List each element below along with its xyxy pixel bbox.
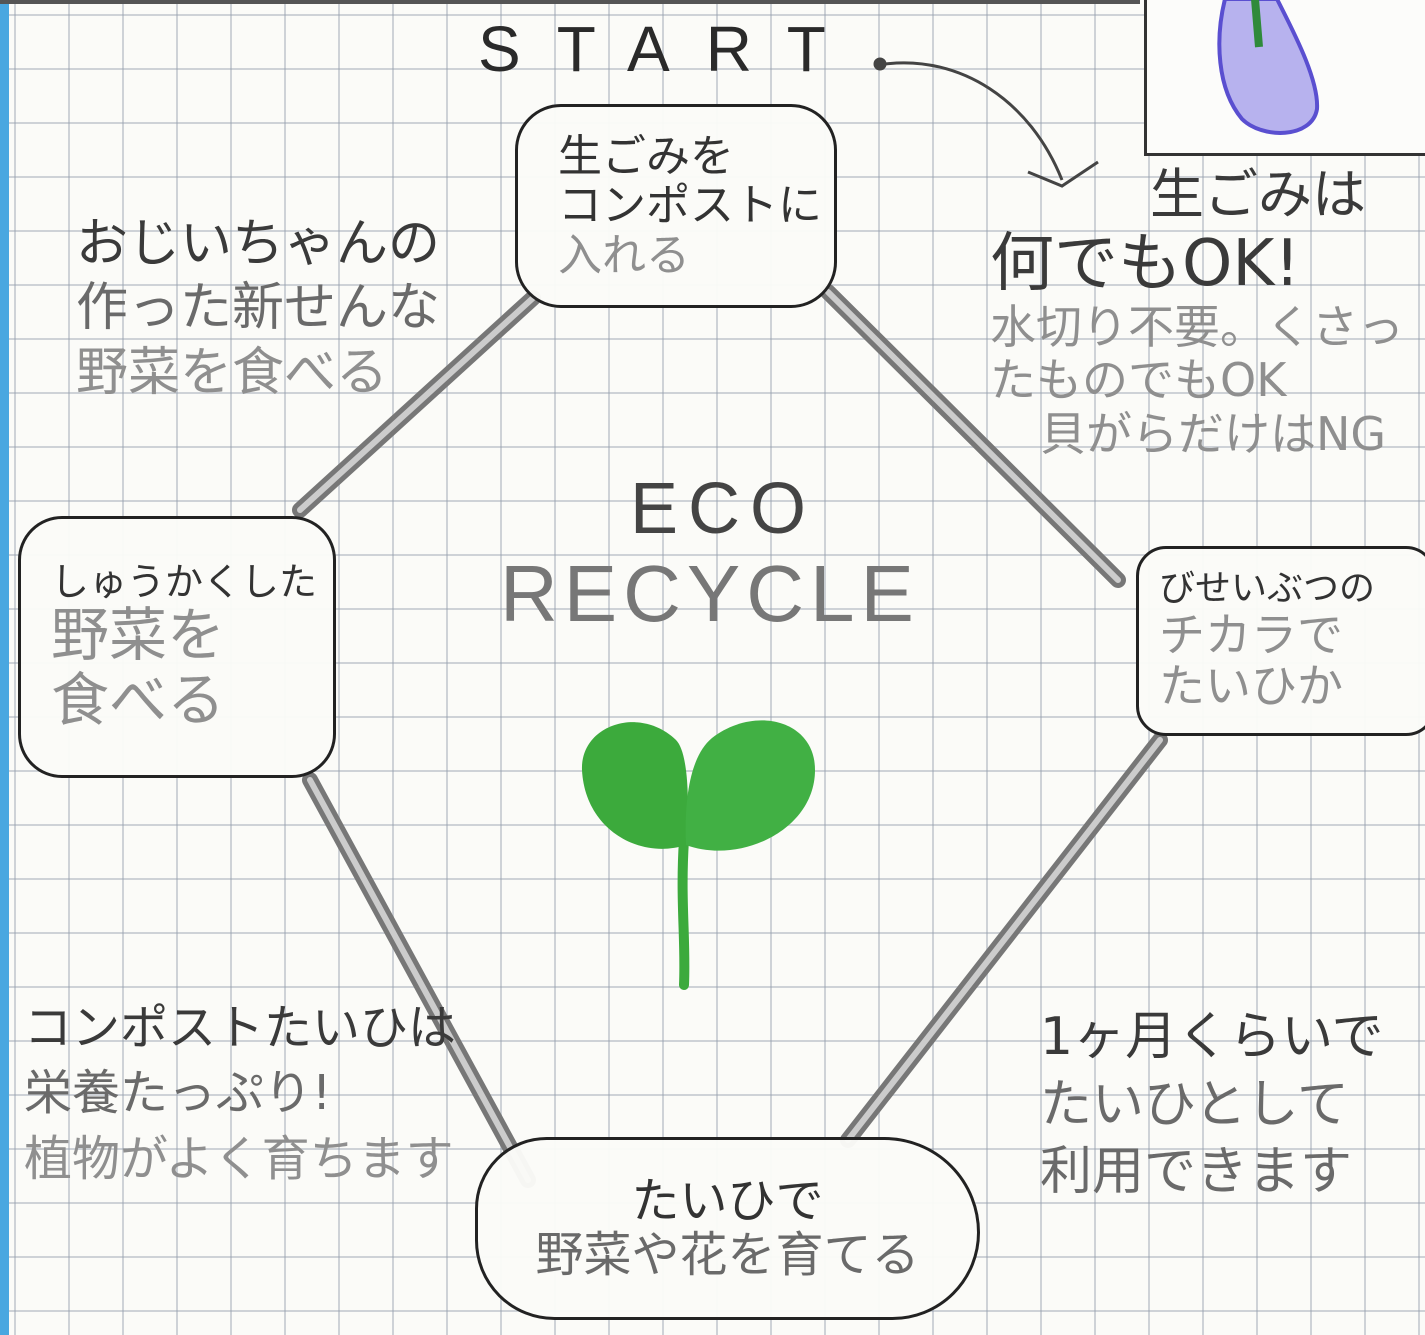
arrow-icon xyxy=(873,57,1099,188)
node-eat: しゅうかくした 野菜を 食べる xyxy=(18,516,336,778)
node-compost: 生ごみを コンポストに 入れる xyxy=(515,104,837,308)
note-grandpa: おじいちゃんの 作った新せんな 野菜を食べる xyxy=(76,214,441,403)
note-food-waste: 生ごみは 何でもOK! 水切り不要。くさっ たものでもOK 貝がらだけはNG xyxy=(990,163,1404,461)
start-label: START xyxy=(478,13,862,85)
note-month: 1ヶ月くらいで たいひとして 利用できます xyxy=(1040,1007,1384,1203)
node-microbes: びせいぶつの チカラで たいひか xyxy=(1136,546,1425,736)
top-rule xyxy=(0,0,1140,4)
eggplant-icon xyxy=(1217,0,1320,135)
notebook-margin-line xyxy=(0,0,9,1335)
recycle-label: RECYCLE xyxy=(500,549,920,638)
node-grow: たいひで 野菜や花を育てる xyxy=(475,1137,980,1320)
eco-label: ECO xyxy=(630,469,817,549)
illustration-frame xyxy=(1144,0,1425,156)
note-nutrition: コンポストたいひは 栄養たっぷり! 植物がよく育ちます xyxy=(24,1000,457,1187)
sprout-icon xyxy=(581,720,815,990)
